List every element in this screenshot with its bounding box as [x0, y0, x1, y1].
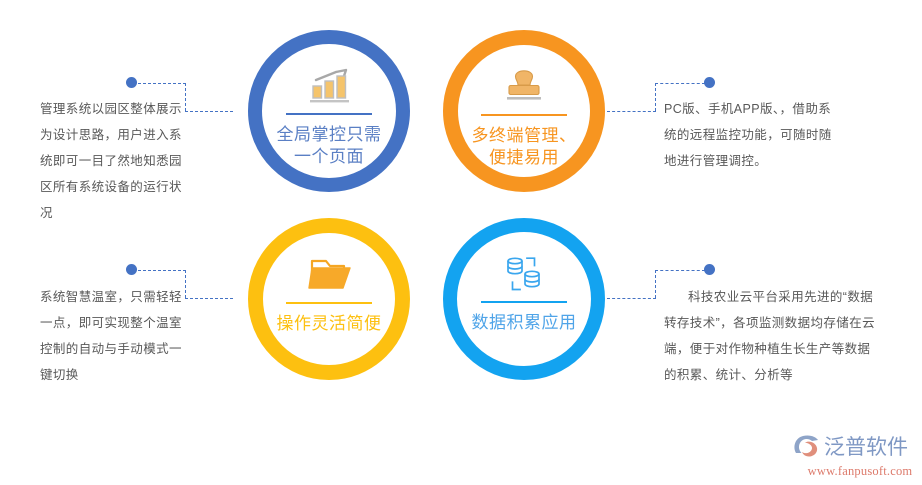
- connector-dash-horizontal: [607, 111, 656, 112]
- logo-url: www.fanpusoft.com: [807, 464, 913, 478]
- connector-dot-top-right: [704, 77, 715, 88]
- connector-dash-vertical: [185, 83, 186, 111]
- circle-label: 数据积累应用: [471, 313, 577, 332]
- connector-dash-horizontal: [655, 270, 705, 271]
- connector-dash-vertical: [655, 270, 656, 298]
- description-top-left: 管理系统以园区整体展示为设计思路，用户进入系统即可一目了然地知悉园区所有系统设备…: [40, 102, 182, 220]
- folder-icon: [306, 253, 352, 295]
- circle-divider: [286, 302, 372, 304]
- connector-dash-vertical: [655, 83, 656, 111]
- circle-content: 多终端管理、 便捷易用: [458, 45, 590, 169]
- circle-divider: [286, 113, 372, 115]
- circle-content: 数据积累应用: [457, 232, 591, 334]
- feature-circle-global-control[interactable]: 全局掌控只需 一个页面: [248, 30, 410, 192]
- feature-circle-multi-terminal[interactable]: 多终端管理、 便捷易用: [443, 30, 605, 192]
- connector-dash-horizontal: [138, 83, 186, 84]
- circle-label: 全局掌控只需 一个页面: [276, 125, 382, 167]
- connector-dash-horizontal: [185, 298, 233, 299]
- circle-label: 多终端管理、 便捷易用: [471, 126, 577, 168]
- circle-content: 全局掌控只需 一个页面: [262, 44, 396, 168]
- stamp-icon: [504, 65, 544, 107]
- connector-dash-horizontal: [607, 298, 656, 299]
- circle-content: 操作灵活简便: [263, 233, 395, 335]
- connector-dot-bottom-right: [704, 264, 715, 275]
- database-sync-icon: [502, 252, 546, 294]
- circle-divider: [481, 301, 567, 303]
- logo-wordmark: 泛普软件: [824, 434, 908, 459]
- feature-circle-easy-operation[interactable]: 操作灵活简便: [248, 218, 410, 380]
- connector-dot-bottom-left: [126, 264, 137, 275]
- feature-circle-data-accumulation[interactable]: 数据积累应用: [443, 218, 605, 380]
- connector-dash-vertical: [185, 270, 186, 298]
- logo-row: 泛普软件: [792, 432, 918, 462]
- brand-logo: 泛普软件 www.fanpusoft.com: [792, 432, 918, 478]
- circle-label: 操作灵活简便: [276, 314, 382, 333]
- bar-chart-growth-icon: [306, 64, 352, 106]
- description-top-right: PC版、手机APP版、，借助系统的远程监控功能，可随时随地进行管理调控。: [664, 102, 832, 168]
- connector-dash-horizontal: [185, 111, 233, 112]
- description-bottom-left: 系统智慧温室，只需轻轻一点，即可实现整个温室控制的自动与手动模式一键切换: [40, 290, 182, 382]
- connector-dot-top-left: [126, 77, 137, 88]
- connector-dash-horizontal: [138, 270, 186, 271]
- circle-divider: [481, 114, 567, 116]
- fanpu-leaf-logo-icon: [792, 433, 822, 461]
- connector-dash-horizontal: [655, 83, 705, 84]
- description-bottom-right: 科技农业云平台采用先进的“数据转存技术”，各项监测数据均存储在云端，便于对作物种…: [664, 290, 875, 382]
